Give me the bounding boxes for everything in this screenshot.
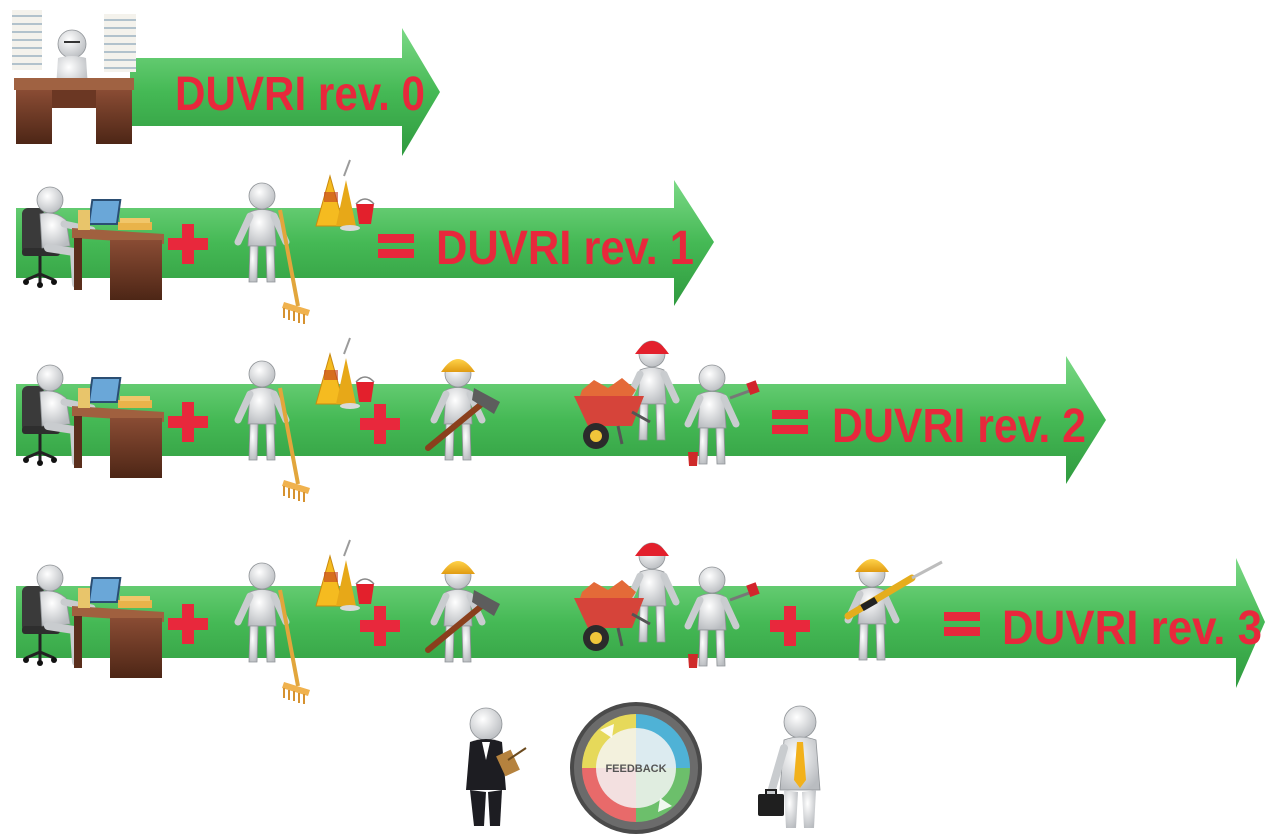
label-rev2: DUVRI rev. 2 — [832, 400, 1086, 453]
manager-clipboard-icon — [466, 707, 527, 826]
label-rev3: DUVRI rev. 3 — [1002, 602, 1262, 655]
label-rev0: DUVRI rev. 0 — [175, 68, 425, 121]
businessman-briefcase-icon — [758, 705, 821, 828]
arrow-rev0 — [130, 28, 440, 156]
office-worker-piles-icon — [12, 10, 136, 144]
row-rev0: DUVRI rev. 0 — [12, 10, 440, 156]
wet-floor-sign-icon — [315, 539, 375, 612]
arrow-rev2 — [16, 356, 1106, 484]
row-rev1: DUVRI rev. 1 — [16, 159, 714, 324]
arrow-rev1 — [16, 180, 714, 306]
wet-floor-sign-icon — [315, 337, 375, 410]
feedback-label: FEEDBACK — [605, 763, 666, 775]
feedback-cycle-icon: FEEDBACK — [570, 702, 702, 834]
label-rev1: DUVRI rev. 1 — [436, 222, 694, 275]
wet-floor-sign-icon — [315, 159, 375, 232]
row-rev3: DUVRI rev. 3 — [16, 539, 1265, 704]
row-rev2: DUVRI rev. 2 — [16, 337, 1106, 502]
